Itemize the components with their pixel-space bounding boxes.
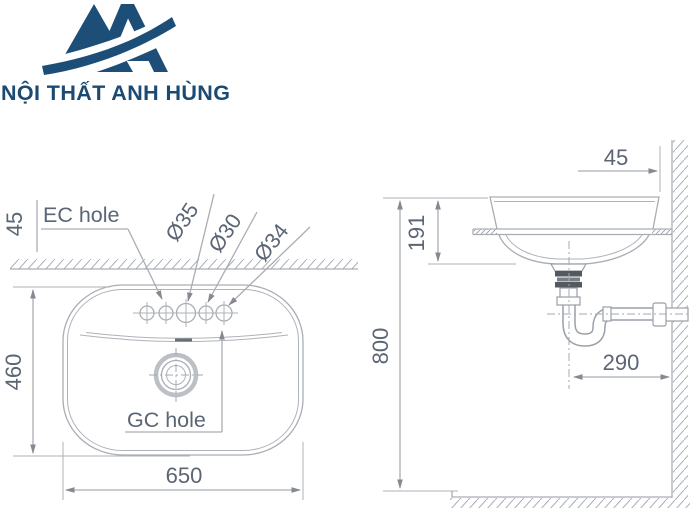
dim-290-label: 290: [603, 350, 640, 375]
dia-30-leader: [207, 211, 258, 303]
dim-45-right-label: 45: [604, 145, 628, 170]
top-view: 45 EC hole Ø35 Ø30 Ø34: [1, 193, 358, 500]
basin-outline-outer: [62, 284, 304, 456]
logo-mark: [36, 4, 180, 90]
bowl-underside-inner: [505, 234, 643, 260]
basin-front-edge-2: [85, 332, 283, 339]
wall-hatch-top: [10, 259, 358, 269]
floor-line: [451, 491, 672, 498]
side-view: 45 191: [368, 140, 691, 508]
floor-hatch: [450, 498, 690, 508]
vessel-rim: [489, 196, 660, 230]
counter-section-left: [474, 229, 497, 234]
ec-hole-leader: [127, 228, 163, 300]
dia-35-leader: [187, 193, 215, 302]
dim-wall-offset-label: 45: [2, 212, 27, 236]
dim-460-label: 460: [1, 354, 26, 391]
counter-section-right: [652, 229, 672, 234]
basin-outline-inner: [67, 289, 299, 451]
dia-30-label: Ø30: [204, 209, 247, 256]
dia-34-leader: [228, 226, 311, 306]
dia-35-label: Ø35: [161, 198, 204, 245]
gc-hole-label: GC hole: [127, 408, 206, 432]
dim-650-label: 650: [166, 463, 203, 488]
dim-800-label: 800: [368, 328, 393, 365]
brand-name: NỘI THẤT ANH HÙNG: [1, 80, 230, 105]
dim-191-label: 191: [404, 215, 429, 252]
ec-hole-label: EC hole: [43, 203, 120, 227]
